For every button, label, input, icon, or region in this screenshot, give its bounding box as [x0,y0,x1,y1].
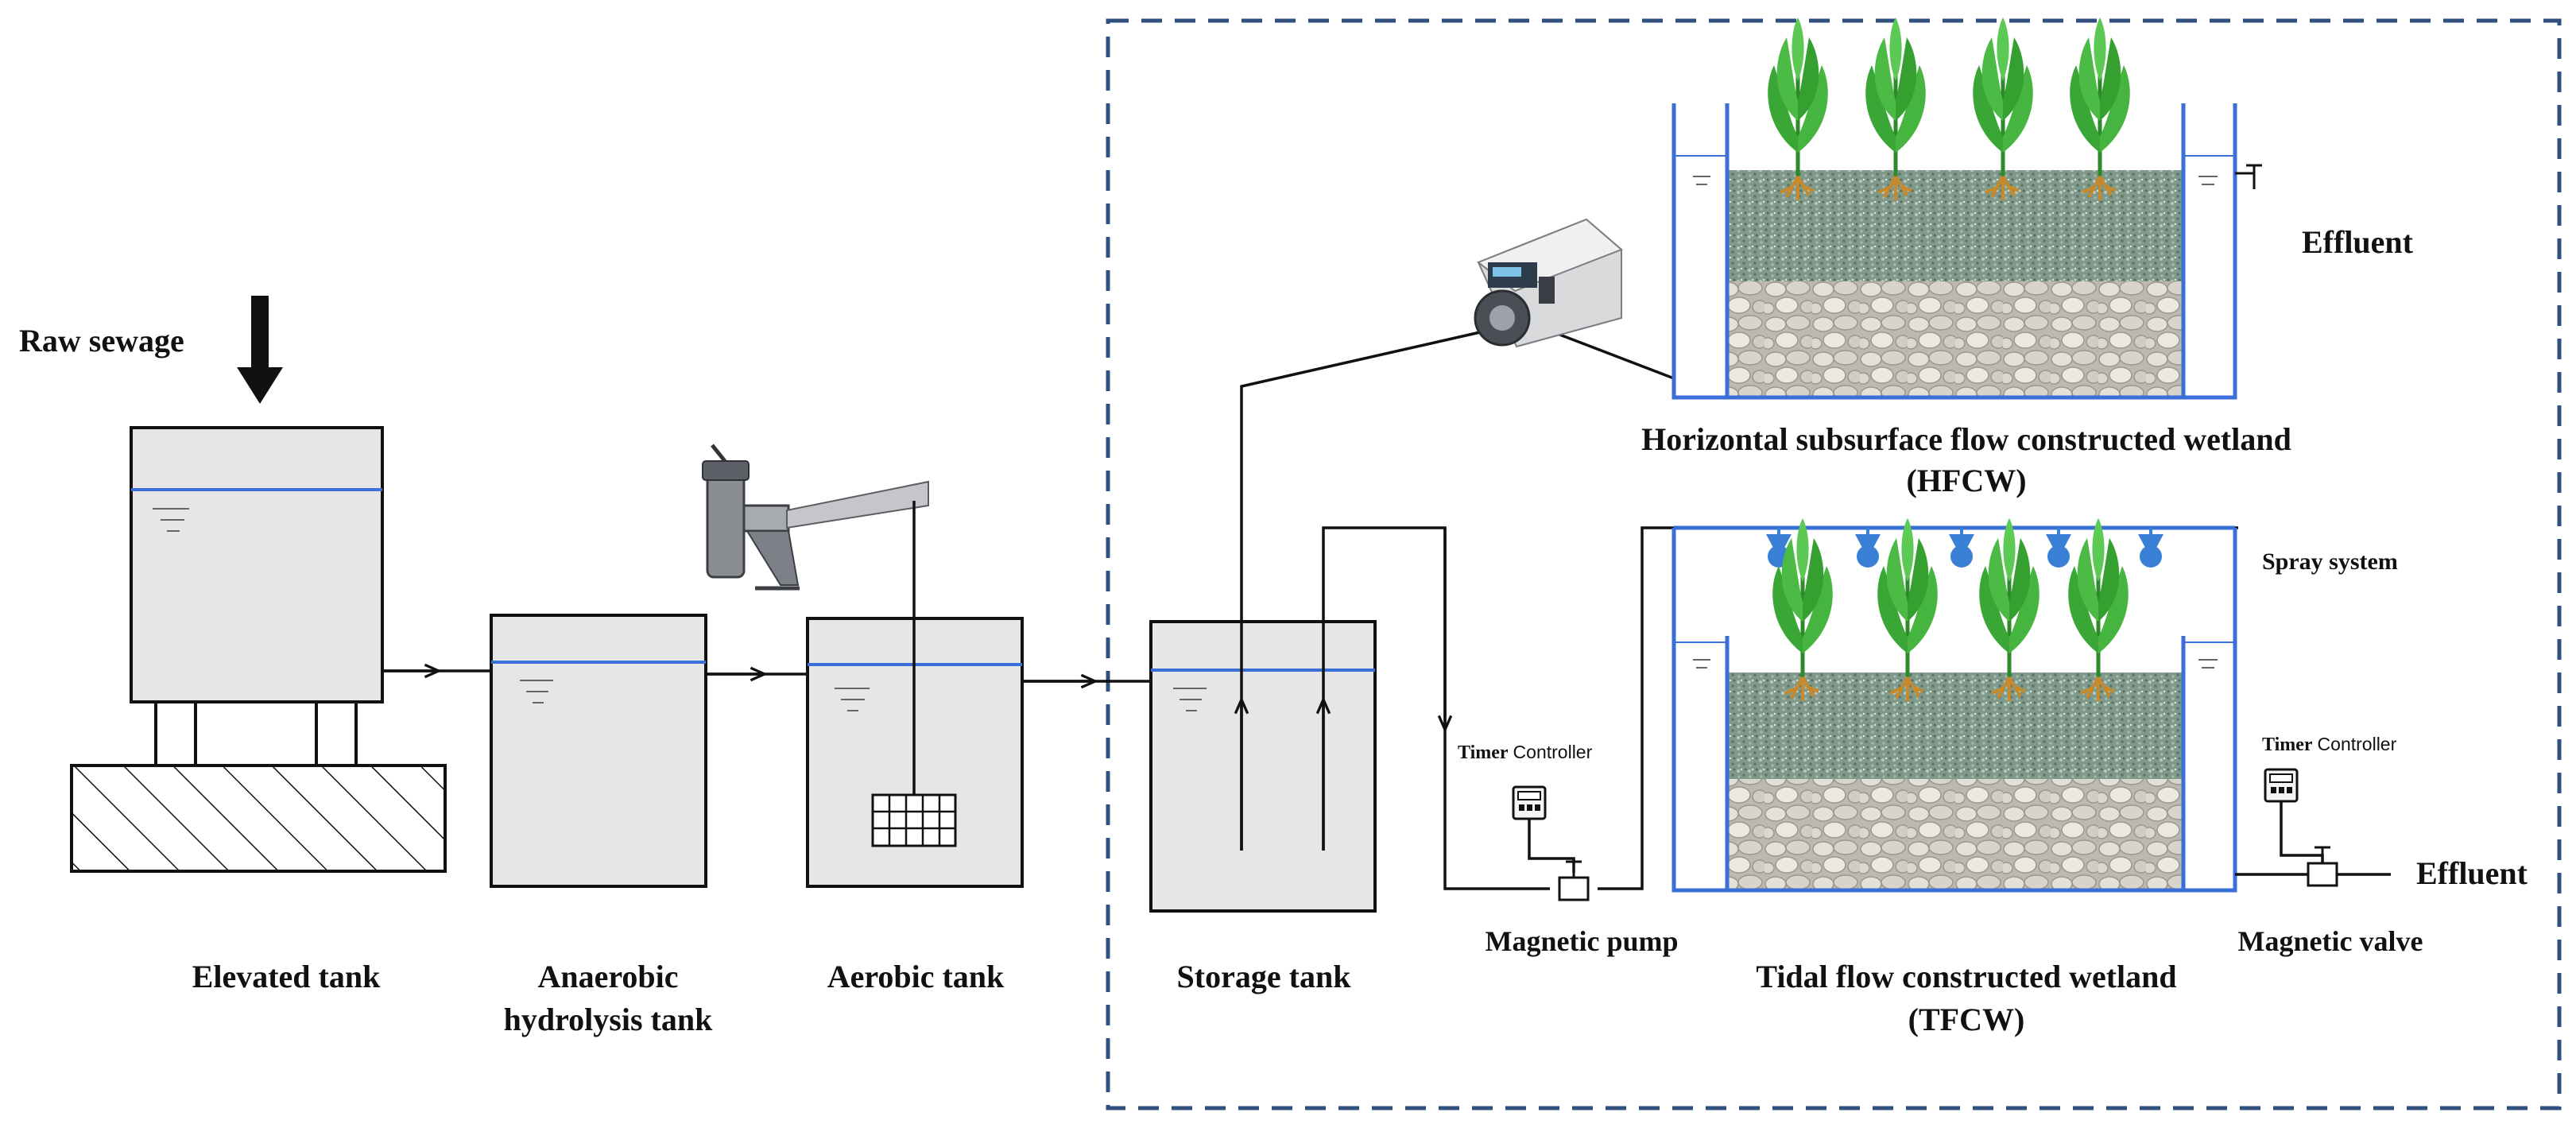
hfcw-wetland [1671,17,2262,400]
timer-word-left: Timer [1458,742,1509,763]
anaerobic-label-line1: Anaerobic [537,959,678,994]
spray-nozzle-icon [1854,526,1882,569]
hfcw-abbr: (HFCW) [1906,463,2026,498]
raw-sewage-label: Raw sewage [19,323,184,359]
magnetic-pump-label: Magnetic pump [1486,925,1679,957]
magnetic-valve-label: Magnetic valve [2238,925,2423,957]
tfcw-title: Tidal flow constructed wetland [1756,959,2176,994]
diffuser-grid [871,793,957,847]
elevated-tank [70,426,447,873]
storage-tank-label: Storage tank [1177,959,1352,994]
effluent-top-label: Effluent [2302,224,2414,260]
spray-nozzle-icon [2044,526,2073,569]
timer-controller-icon [1512,785,1547,820]
spray-nozzle-icon [2136,526,2165,569]
elevated-tank-label: Elevated tank [192,959,381,994]
anaerobic-label-line2: hydrolysis tank [504,1002,713,1037]
down-arrow-icon [237,296,283,404]
tfcw-wetland [1671,518,2237,893]
submersible-aerator-icon [702,444,929,591]
controller-word-left: Controller [1513,742,1593,762]
aerobic-tank [806,501,1024,888]
timer-controller-icon [2264,768,2299,803]
timer-word-right: Timer [2262,734,2313,755]
controller-word-right: Controller [2318,734,2397,754]
effluent-bottom-label: Effluent [2416,855,2528,891]
hfcw-title: Horizontal subsurface flow constructed w… [1641,421,2291,457]
effluent-tap-icon [2235,164,2262,189]
spray-system-label: Spray system [2262,548,2398,575]
anaerobic-hydrolysis-tank [490,614,707,888]
magnetic-valve-icon [2307,846,2338,887]
peristaltic-pump-icon [1474,218,1623,348]
magnetic-pump-icon [1558,860,1590,901]
aerobic-tank-label: Aerobic tank [827,959,1005,994]
spray-nozzle-icon [1947,526,1976,569]
tfcw-abbr: (TFCW) [1908,1002,2025,1037]
storage-tank [1149,620,1377,913]
